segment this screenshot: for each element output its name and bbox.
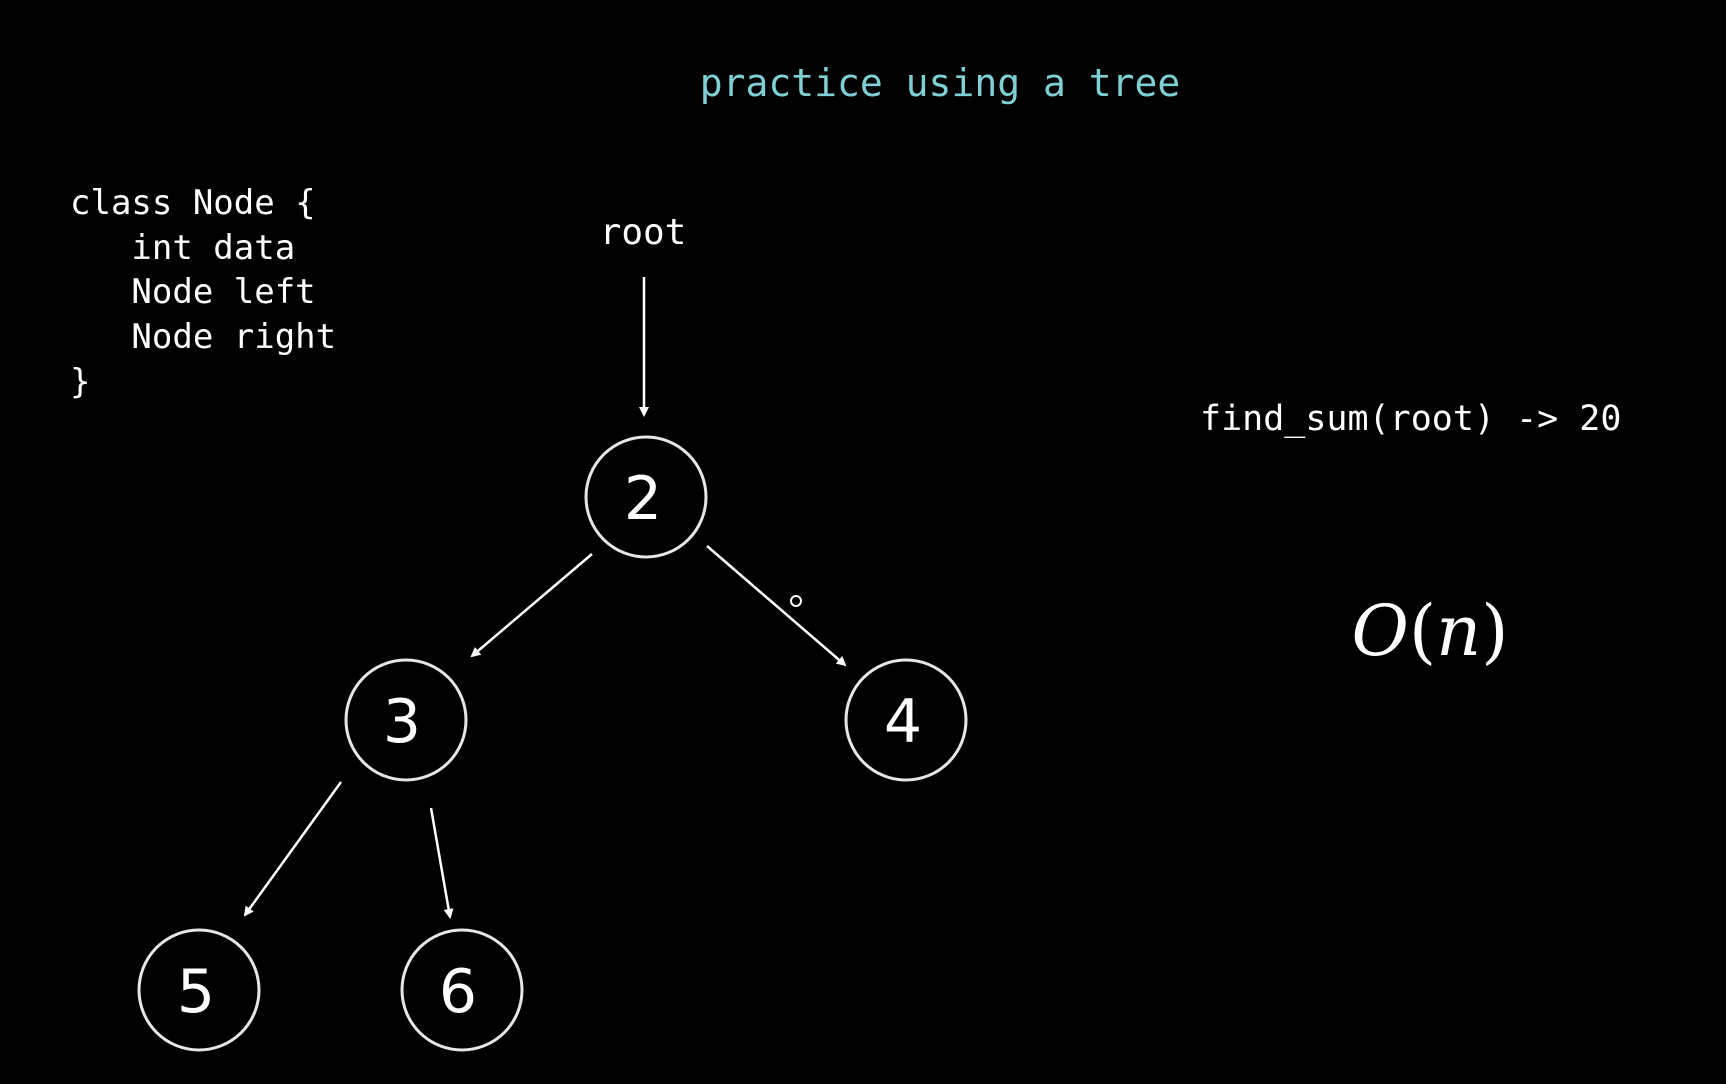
cursor-dot bbox=[790, 595, 802, 607]
code-line-close: } bbox=[70, 362, 90, 402]
tree-node: 3 bbox=[344, 658, 468, 782]
node-value: 5 bbox=[177, 957, 215, 1027]
node-value: 2 bbox=[624, 464, 662, 534]
node-circle bbox=[400, 928, 524, 1052]
root-label: root bbox=[600, 212, 687, 253]
open-paren: ( bbox=[1409, 590, 1436, 672]
slide-title: practice using a tree bbox=[700, 61, 1180, 105]
complexity-variable: n bbox=[1436, 590, 1481, 672]
node-class-code: class Node { int data Node left Node rig… bbox=[70, 183, 336, 402]
node-circle bbox=[344, 658, 468, 782]
node-value: 4 bbox=[884, 687, 922, 757]
node-circle bbox=[584, 435, 708, 559]
node-circle bbox=[844, 658, 968, 782]
complexity-label: O(n) bbox=[1351, 590, 1508, 672]
edge-2-4 bbox=[706, 545, 847, 667]
big-o-symbol: O bbox=[1351, 590, 1408, 672]
edge-2-3 bbox=[470, 553, 593, 658]
node-value: 6 bbox=[439, 957, 477, 1027]
node-value: 3 bbox=[383, 687, 421, 757]
tree-node: 6 bbox=[400, 928, 524, 1052]
code-line-data: int data bbox=[70, 228, 295, 268]
tree-node: 5 bbox=[137, 928, 261, 1052]
edge-3-5 bbox=[243, 781, 343, 917]
find-sum-call: find_sum(root) -> 20 bbox=[1200, 399, 1621, 439]
edge-3-6 bbox=[429, 807, 454, 919]
code-line-right: Node right bbox=[70, 317, 336, 357]
code-line-left: Node left bbox=[70, 272, 316, 312]
close-paren: ) bbox=[1481, 590, 1508, 672]
tree-node: 4 bbox=[844, 658, 968, 782]
node-circle bbox=[137, 928, 261, 1052]
tree-node: 2 bbox=[584, 435, 708, 559]
code-line-class: class Node { bbox=[70, 183, 316, 223]
